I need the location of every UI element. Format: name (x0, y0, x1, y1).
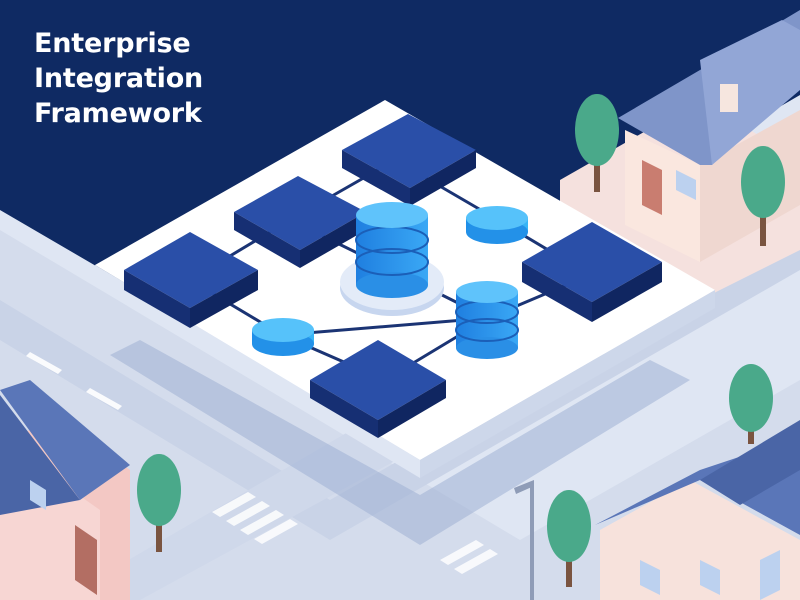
service-block (342, 114, 476, 206)
tree (741, 146, 785, 246)
tree (575, 94, 619, 192)
page-title: Enterprise Integration Framework (34, 26, 203, 131)
service-block (234, 176, 366, 268)
tree (547, 490, 591, 587)
service-block (310, 340, 446, 438)
house-bottom-left (0, 380, 130, 600)
title-line: Framework (34, 98, 202, 129)
house-bottom-right (595, 420, 800, 600)
title-line: Integration (34, 63, 204, 94)
tree (729, 364, 773, 444)
node-disc (252, 318, 314, 356)
service-block (124, 232, 258, 328)
node-disc (466, 206, 528, 244)
secondary-database (455, 281, 519, 359)
title-line: Enterprise (34, 28, 191, 59)
tree (137, 454, 181, 552)
street-lamp (514, 480, 534, 600)
service-block (522, 222, 662, 322)
central-database (340, 202, 444, 316)
